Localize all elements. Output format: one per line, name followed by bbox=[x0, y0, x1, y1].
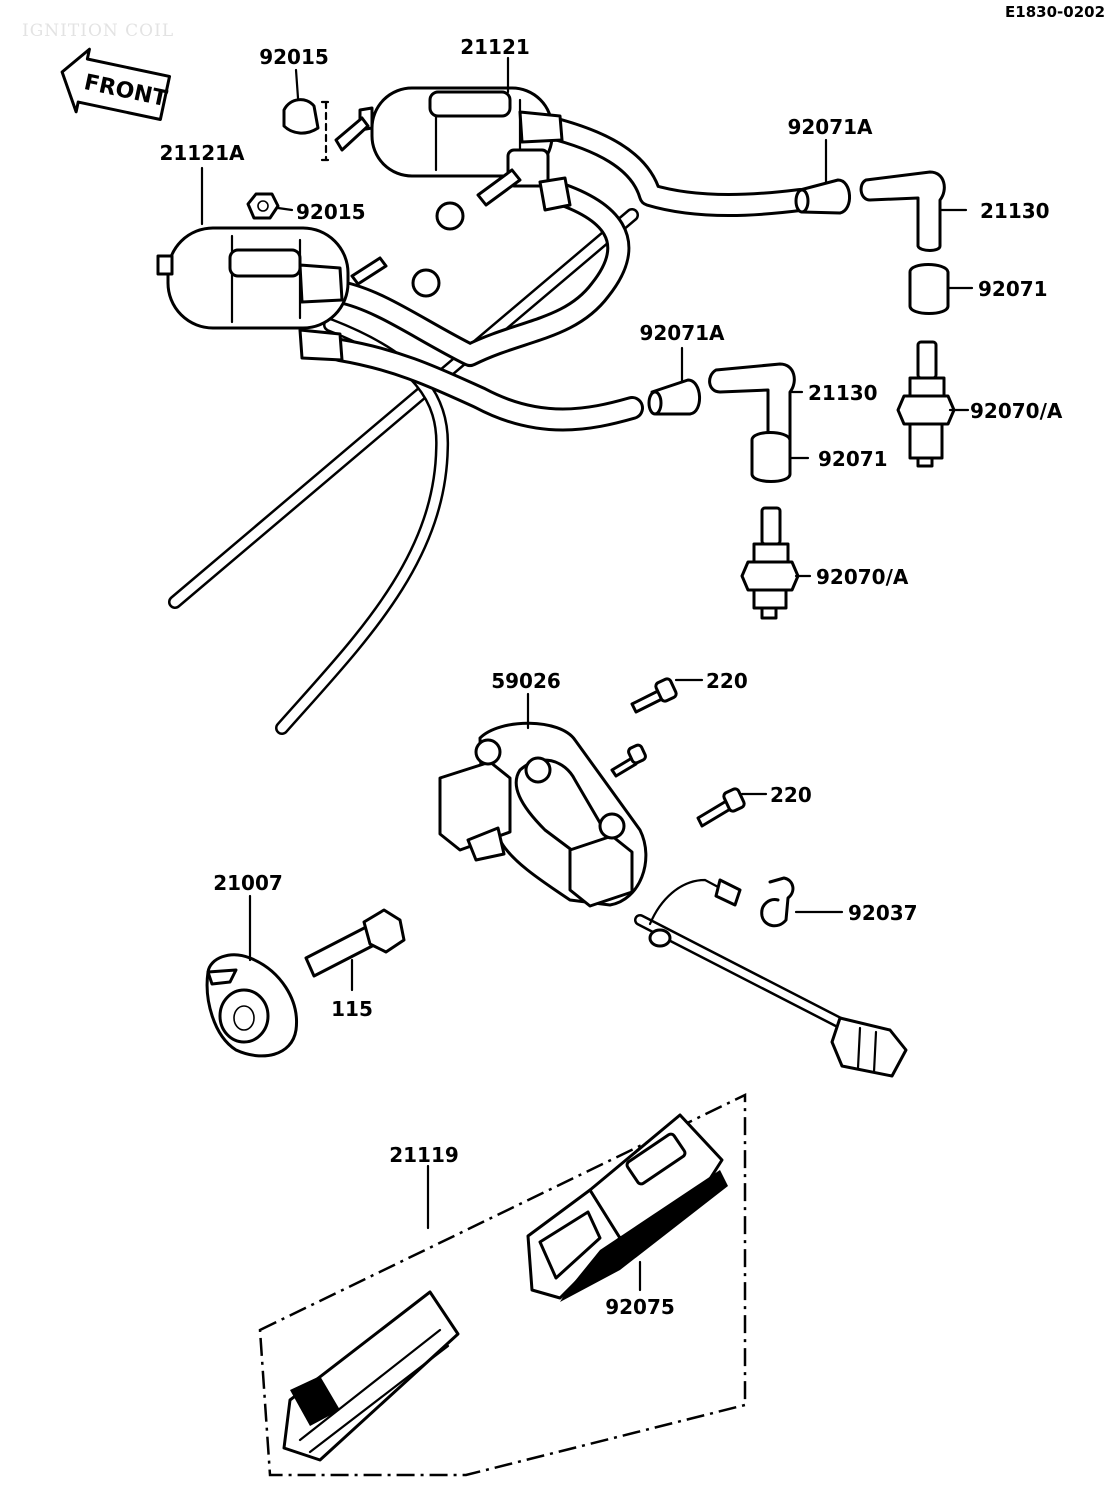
hv-wires bbox=[328, 115, 812, 432]
igniter-kit-border bbox=[258, 1093, 747, 1477]
label-boot-upper: 92071A bbox=[787, 115, 873, 139]
label-plug-upper: 92070/A bbox=[970, 399, 1063, 423]
watermark-title: IGNITION COIL bbox=[22, 21, 174, 41]
screw-lower bbox=[696, 787, 746, 828]
ignition-coil-rear bbox=[334, 86, 572, 231]
label-timing-rotor: 21007 bbox=[213, 871, 283, 895]
label-plug-cap-upper: 21130 bbox=[980, 199, 1050, 223]
label-pickup-assembly: 59026 bbox=[491, 669, 561, 693]
label-boot-lower: 92071A bbox=[639, 321, 725, 345]
label-igniter: 21119 bbox=[389, 1143, 459, 1167]
label-plug-cap-lower: 21130 bbox=[808, 381, 878, 405]
spark-plug-lower bbox=[740, 506, 800, 620]
front-arrow-icon: FRONT bbox=[60, 47, 172, 121]
label-cap-nut-top: 92015 bbox=[259, 45, 329, 69]
damper bbox=[526, 1113, 728, 1302]
diagram-code: E1830-0202 bbox=[1005, 3, 1105, 21]
screw-upper bbox=[630, 677, 678, 714]
leader-lines bbox=[200, 56, 974, 1292]
spark-plug-upper bbox=[896, 340, 956, 468]
igniter-unit bbox=[282, 1290, 460, 1462]
plug-boot-lower bbox=[647, 378, 701, 416]
pickup-coil-assembly bbox=[438, 721, 908, 1078]
label-damper: 92075 bbox=[605, 1295, 675, 1319]
label-seal-lower: 92071 bbox=[818, 447, 888, 471]
wire-clamp bbox=[760, 876, 795, 928]
label-coil-rear: 21121 bbox=[460, 35, 530, 59]
seal-lower bbox=[750, 431, 792, 483]
timing-rotor bbox=[205, 953, 298, 1058]
cap-nut-left bbox=[246, 192, 280, 220]
seal-upper bbox=[908, 263, 950, 315]
plug-boot-upper bbox=[794, 178, 851, 215]
hose-lines bbox=[168, 208, 639, 735]
cap-nut-top bbox=[282, 98, 320, 135]
screw-middle bbox=[610, 743, 647, 778]
label-bolt: 115 bbox=[331, 997, 373, 1021]
plug-cap-upper bbox=[859, 170, 946, 252]
label-coil-front: 21121A bbox=[159, 141, 245, 165]
label-clamp: 92037 bbox=[848, 901, 918, 925]
label-plug-lower: 92070/A bbox=[816, 565, 909, 589]
label-cap-nut-left: 92015 bbox=[296, 200, 366, 224]
label-screw-upper: 220 bbox=[706, 669, 748, 693]
part-labels: 92015 21121 21121A 92015 92071A 21130 92… bbox=[159, 35, 1062, 1319]
ignition-coil-front bbox=[156, 226, 441, 362]
label-seal-upper: 92071 bbox=[978, 277, 1048, 301]
label-screw-lower: 220 bbox=[770, 783, 812, 807]
rotor-bolt bbox=[304, 908, 406, 978]
